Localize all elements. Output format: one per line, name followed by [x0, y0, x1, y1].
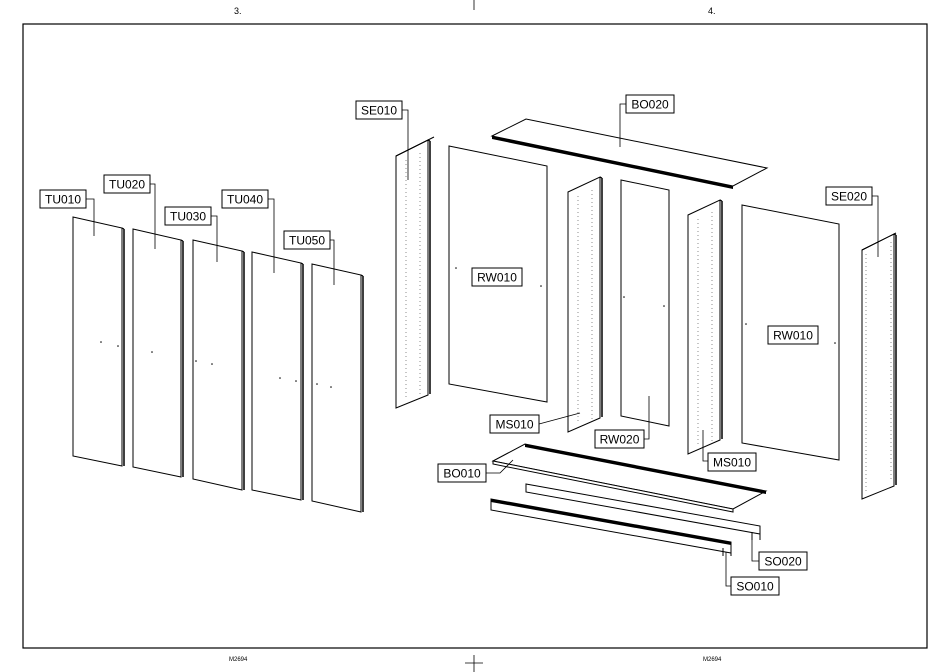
panel-tu040	[252, 252, 301, 500]
panel-rw020	[621, 180, 669, 426]
panel-tu030	[193, 240, 242, 490]
panel-tu020	[133, 229, 181, 477]
label-se020: SE020	[831, 190, 867, 204]
label-tu010: TU010	[45, 193, 81, 207]
label-tu040: TU040	[227, 193, 263, 207]
label-bo020: BO020	[631, 98, 669, 112]
panel-se020	[862, 233, 896, 499]
label-ms010-right: MS010	[713, 456, 751, 470]
label-ms010-left: MS010	[495, 418, 533, 432]
label-tu030: TU030	[170, 210, 206, 224]
panel-se010	[396, 137, 434, 408]
label-rw020: RW020	[600, 433, 640, 447]
label-tu020: TU020	[109, 178, 145, 192]
label-so020: SO020	[764, 555, 802, 569]
tu-panels-group	[73, 217, 363, 512]
label-bo010: BO010	[443, 467, 481, 481]
panel-tu010	[73, 217, 122, 466]
panel-tu050	[312, 264, 361, 512]
label-so010: SO010	[736, 580, 774, 594]
label-rw010-right: RW010	[773, 329, 813, 343]
panel-ms010-left	[568, 177, 602, 432]
label-se010: SE010	[361, 104, 397, 118]
panel-ms010-right	[688, 200, 722, 454]
label-tu050: TU050	[289, 234, 325, 248]
label-rw010-left: RW010	[477, 271, 517, 285]
